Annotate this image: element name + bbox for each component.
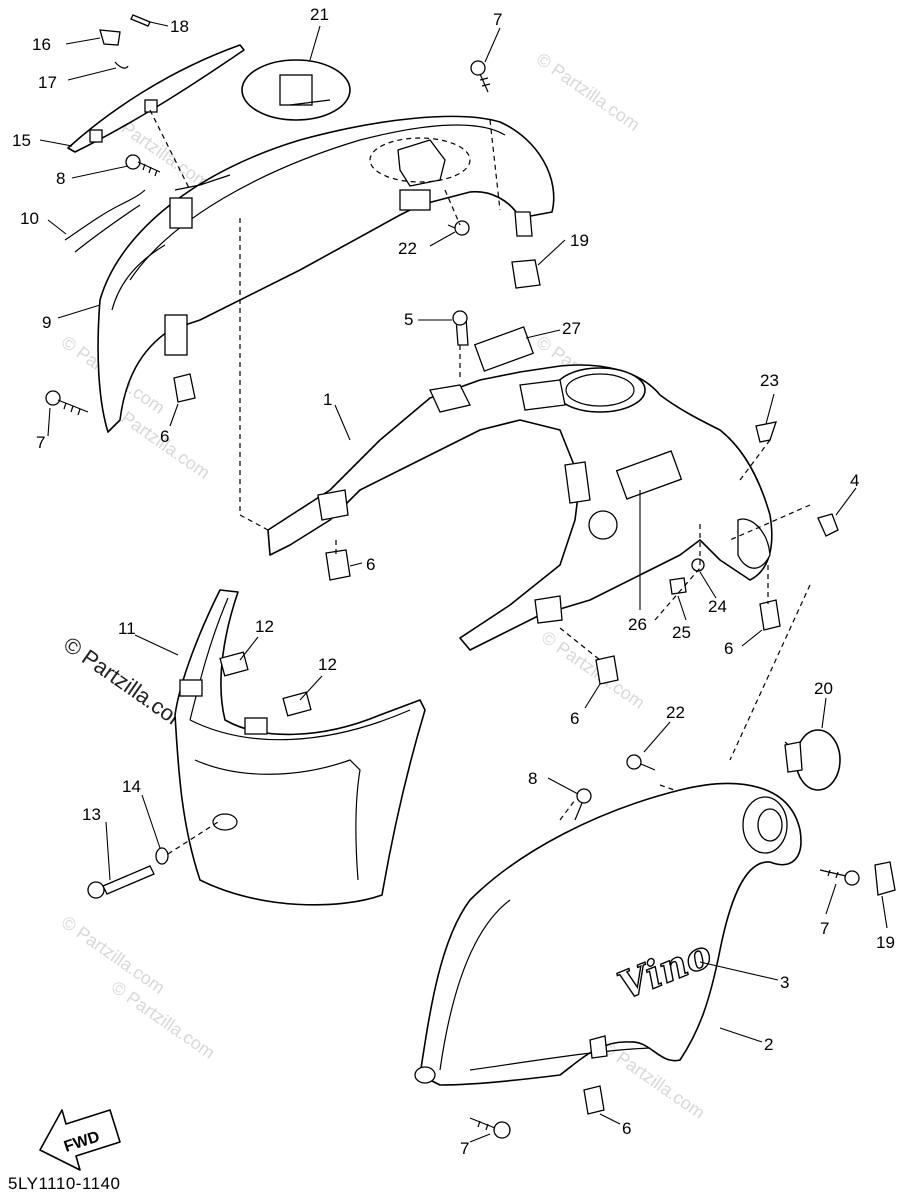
- callout-11: 11: [118, 619, 136, 638]
- washer-icon-24: [691, 558, 705, 572]
- clip-icon-19a: [511, 259, 541, 289]
- callout-16: 16: [32, 35, 51, 54]
- mount-tab: [164, 314, 188, 356]
- screw-icon-8b: [574, 788, 592, 821]
- mount-tab: [244, 717, 268, 735]
- callout-15: 15: [12, 131, 31, 150]
- clip-icon: [279, 74, 313, 106]
- front-cover-part-9: [97, 115, 555, 433]
- callout-6: 6: [724, 639, 733, 658]
- screw-icon-7b: [470, 60, 491, 93]
- callout-22: 22: [398, 239, 417, 258]
- watermark-main: © Partzilla.com: [59, 632, 195, 738]
- callout-19: 19: [876, 933, 895, 952]
- callout-26: 26: [628, 615, 647, 634]
- callout-19: 19: [570, 231, 589, 250]
- watermark: © Partzilla.com: [108, 977, 219, 1063]
- bolt-icon-22b: [626, 754, 656, 771]
- nut-icon-6d: [759, 599, 781, 631]
- screw-icon-7d: [469, 1117, 511, 1139]
- side-cover-part-2: [414, 782, 802, 1086]
- callout-8: 8: [528, 769, 537, 788]
- watermark: © Partzilla.com: [538, 627, 649, 713]
- mount-tab: [399, 189, 431, 211]
- screw-icon-8a: [125, 154, 161, 177]
- inner-panel-part-1: [267, 310, 839, 685]
- callout-7: 7: [36, 433, 45, 452]
- mount-tab: [179, 679, 203, 697]
- fwd-arrow-icon: FWD: [39, 1109, 121, 1171]
- cap-icon-20: [784, 729, 841, 791]
- nut-icon-6e: [583, 1085, 605, 1115]
- callout-numbers: 21 7 16 18 17 15 8 10 9 7 6 19 22 5 27 1…: [12, 5, 895, 1158]
- callout-12: 12: [318, 655, 337, 674]
- callout-13: 13: [82, 805, 101, 824]
- callout-4: 4: [850, 471, 859, 490]
- callout-2: 2: [764, 1035, 773, 1054]
- diagram-code: 5LY1110-1140: [8, 1174, 121, 1193]
- nut-icon-6b: [325, 549, 351, 581]
- guide-lines: [149, 109, 811, 851]
- callout-7: 7: [493, 10, 502, 29]
- screw-icon-7c: [819, 869, 860, 886]
- label-27: [473, 326, 535, 372]
- nut-icon-6c: [595, 655, 619, 685]
- mount-tab: [169, 197, 193, 229]
- callout-7: 7: [820, 919, 829, 938]
- emblem-10: [64, 189, 146, 253]
- callout-7: 7: [460, 1139, 469, 1158]
- nut-icon-12b: [282, 691, 312, 717]
- washer-icon-14: [155, 847, 169, 865]
- callout-20: 20: [814, 679, 833, 698]
- fastener-icon-23: [755, 421, 777, 443]
- part-21-inset: [241, 59, 351, 121]
- callout-6: 6: [160, 427, 169, 446]
- callout-10: 10: [20, 209, 39, 228]
- callout-21: 21: [310, 5, 329, 24]
- bolt-icon-22a: [447, 220, 470, 236]
- callout-22: 22: [666, 703, 685, 722]
- leader-lines: [39, 21, 888, 1143]
- callout-6: 6: [366, 555, 375, 574]
- callout-8: 8: [56, 169, 65, 188]
- callout-3: 3: [780, 973, 789, 992]
- callout-14: 14: [122, 777, 141, 796]
- clip-icon-19b: [874, 861, 896, 896]
- nut-icon-6a: [173, 373, 196, 403]
- callout-17: 17: [38, 73, 57, 92]
- callout-12: 12: [255, 617, 274, 636]
- bolt-icon-4: [817, 513, 839, 537]
- callout-25: 25: [672, 623, 691, 642]
- callout-24: 24: [708, 597, 727, 616]
- callout-6: 6: [570, 709, 579, 728]
- callout-5: 5: [404, 310, 413, 329]
- mount-tab: [514, 211, 533, 237]
- callout-1: 1: [323, 390, 332, 409]
- label-26: [615, 450, 683, 500]
- part-15-strip: [67, 14, 245, 153]
- bolt-icon-13: [87, 865, 155, 899]
- callout-23: 23: [760, 371, 779, 390]
- lower-cover-part-11: [174, 589, 426, 906]
- callout-9: 9: [42, 313, 51, 332]
- callout-6: 6: [622, 1119, 631, 1138]
- callout-18: 18: [170, 17, 189, 36]
- nut-icon-25: [669, 577, 687, 595]
- callout-27: 27: [562, 319, 581, 338]
- watermark: © Partzilla.com: [533, 49, 644, 135]
- screw-icon-7a: [45, 390, 89, 416]
